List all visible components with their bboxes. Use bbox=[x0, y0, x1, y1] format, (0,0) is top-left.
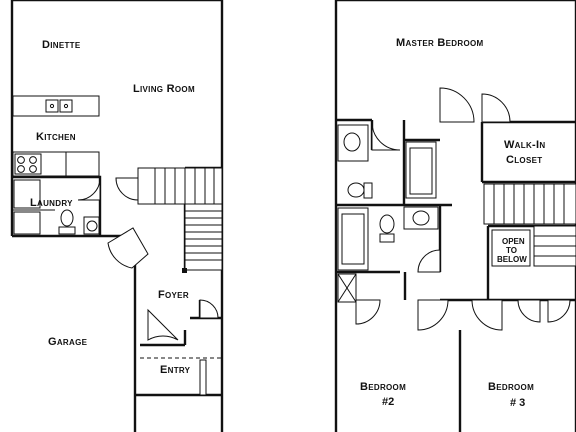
garage-entry-door bbox=[107, 227, 149, 269]
room-label-foyer: Foyer bbox=[158, 289, 189, 301]
room-label-dinette: Dinette bbox=[42, 39, 81, 51]
second-floor-outer-wall bbox=[334, 0, 576, 432]
foyer-door bbox=[147, 308, 179, 341]
label-open-to-below-1: OPEN bbox=[502, 237, 525, 246]
hall-bath-walls bbox=[336, 205, 576, 432]
hall-bath-door bbox=[417, 249, 441, 273]
bedroom2-door bbox=[417, 299, 449, 331]
dryer bbox=[13, 211, 41, 235]
room-label-bedroom2-line2: #2 bbox=[382, 396, 394, 408]
room-label-walk-in-line2: Closet bbox=[506, 154, 542, 166]
master-tub-inner bbox=[409, 147, 433, 195]
entry-porch-outline bbox=[140, 357, 223, 395]
burner-4 bbox=[29, 165, 37, 173]
second-floor: Master Bedroom Walk-In Closet OPEN TO BE… bbox=[334, 0, 576, 432]
room-label-bedroom2-line1: Bedroom bbox=[360, 381, 406, 393]
closet-door bbox=[199, 299, 219, 319]
under-stair-door bbox=[115, 177, 139, 201]
master-toilet-bowl bbox=[347, 182, 365, 198]
closet-door-upper bbox=[481, 93, 511, 123]
room-label-laundry: Laundry bbox=[30, 197, 73, 209]
bedroom2-closet-door bbox=[355, 299, 381, 325]
powder-vanity bbox=[83, 216, 100, 235]
burner-3 bbox=[17, 165, 25, 173]
toilet-bowl-powder bbox=[60, 209, 74, 227]
bedroom3-door bbox=[471, 299, 503, 331]
room-label-bedroom3-line2: # 3 bbox=[510, 397, 525, 409]
sink-drain-left bbox=[49, 103, 55, 109]
burner-1 bbox=[17, 156, 25, 164]
entry-column bbox=[199, 359, 207, 396]
powder-sink bbox=[86, 220, 98, 232]
room-label-master-bedroom: Master Bedroom bbox=[396, 37, 484, 49]
master-bath-door bbox=[371, 121, 401, 151]
hall-tub-inner bbox=[341, 213, 365, 265]
sink-drain-right bbox=[63, 103, 69, 109]
master-toilet-tank bbox=[363, 182, 373, 199]
room-label-garage: Garage bbox=[48, 336, 88, 348]
master-bedroom-door bbox=[439, 87, 475, 123]
toilet-tank-powder bbox=[58, 226, 76, 235]
first-floor: Dinette Living Room Kitchen Laundry Foye… bbox=[10, 0, 224, 432]
linen-closet bbox=[337, 273, 357, 303]
master-sink bbox=[343, 132, 361, 152]
burner-2 bbox=[29, 156, 37, 164]
room-label-walk-in-line1: Walk-In bbox=[504, 139, 545, 151]
washer bbox=[13, 179, 41, 209]
laundry-walls bbox=[12, 175, 102, 236]
bedroom3-closet-door bbox=[517, 299, 541, 323]
bedroom3-closet-door-2 bbox=[547, 299, 571, 323]
upper-stair bbox=[483, 183, 576, 267]
room-label-kitchen: Kitchen bbox=[36, 131, 76, 143]
hall-toilet-bowl bbox=[379, 214, 395, 234]
first-floor-outer-wall bbox=[10, 0, 224, 432]
room-label-living-room: Living Room bbox=[133, 83, 195, 95]
hall-sink bbox=[412, 210, 430, 226]
main-stair bbox=[137, 167, 223, 273]
laundry-door bbox=[77, 177, 101, 201]
hall-toilet-tank bbox=[379, 233, 395, 243]
label-open-to-below-3: BELOW bbox=[497, 255, 527, 264]
room-label-bedroom3-line1: Bedroom bbox=[488, 381, 534, 393]
walk-in-closet-walls bbox=[480, 120, 576, 184]
label-open-to-below-2: TO bbox=[506, 246, 517, 255]
room-label-entry: Entry bbox=[160, 364, 191, 376]
